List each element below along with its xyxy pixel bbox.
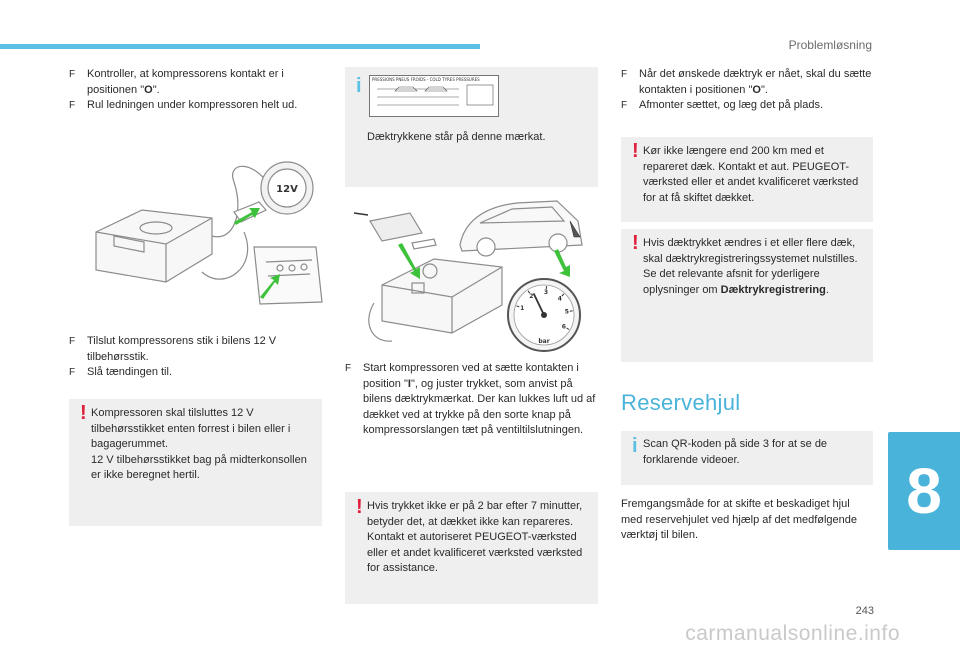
info-box-tyre-label: i PRESSIONS PNEUS FROIDS - COLD TYRES PR…	[345, 67, 598, 187]
compressor-12v-illustration: 12V	[95, 161, 323, 305]
chapter-number: 8	[906, 455, 942, 527]
gauge-tick-label: 3	[544, 289, 548, 296]
step-marker: F	[69, 367, 76, 378]
insert-arrow-icon	[260, 274, 280, 299]
plug-arrow-icon	[234, 208, 260, 225]
warning-icon: !	[632, 232, 639, 254]
info-box-qr: i Scan QR-koden på side 3 for at se de f…	[621, 431, 873, 485]
gauge-tick-mark	[561, 293, 565, 297]
paragraph-spare-wheel: Fremgangsmåde for at skifte et beskadige…	[621, 498, 858, 541]
step-marker: F	[69, 69, 76, 80]
warning-box-12v: ! Kompressoren skal tilsluttes 12 V tilb…	[69, 399, 322, 526]
gauge-needle	[532, 293, 545, 316]
section-title: Problemløsning	[788, 38, 872, 52]
step-marker: F	[621, 100, 628, 111]
info-icon: i	[632, 435, 638, 457]
gauge-tick-label: 5	[565, 309, 569, 316]
warning-icon: !	[632, 140, 639, 162]
pressure-gauge: 12 3 45 6 bar	[507, 278, 581, 352]
page-number: 243	[855, 605, 874, 617]
warning-icon: !	[80, 402, 87, 424]
tyre-arrow-icon	[569, 220, 581, 238]
warning-icon: !	[356, 496, 363, 518]
step-marker: F	[621, 69, 628, 80]
step-marker: F	[69, 336, 76, 347]
gauge-tick-label: 6	[562, 324, 566, 331]
gauge-tick-mark	[566, 327, 570, 330]
warning-box-200km: ! Kør ikke længere end 200 km med et rep…	[621, 137, 873, 222]
switch-arrow-icon	[398, 243, 420, 279]
pointer-line	[353, 212, 369, 216]
heading-reservehjul: Reservehjul	[621, 390, 741, 415]
chapter-tab: 8	[888, 432, 960, 550]
step-marker: F	[345, 363, 352, 374]
warning-box-tpms: ! Hvis dæktrykket ændres i et eller fler…	[621, 229, 873, 362]
warning-box-2bar: ! Hvis trykket ikke er på 2 bar efter 7 …	[345, 492, 598, 604]
compressor-gauge-illustration: 12 3 45 6 bar	[353, 200, 583, 352]
svg-text:PRESSIONS PNEUS FROIDS - COLD: PRESSIONS PNEUS FROIDS - COLD TYRES PRES…	[372, 77, 480, 82]
gauge-tick-label: 2	[529, 293, 533, 300]
info-icon: i	[356, 75, 362, 97]
gauge-tick-label: 1	[520, 305, 524, 312]
gauge-unit: bar	[538, 338, 549, 345]
gauge-arrow-icon	[554, 249, 570, 277]
watermark: carmanualsonline.info	[685, 622, 900, 645]
step-marker: F	[69, 100, 76, 111]
gauge-tick-mark	[516, 305, 520, 308]
header-accent-bar	[0, 44, 480, 49]
gauge-tick-label: 4	[558, 295, 562, 302]
tyre-pressure-label-image: PRESSIONS PNEUS FROIDS - COLD TYRES PRES…	[369, 75, 499, 117]
gauge-tick-mark	[527, 290, 531, 294]
socket-12v-label: 12V	[276, 184, 298, 195]
